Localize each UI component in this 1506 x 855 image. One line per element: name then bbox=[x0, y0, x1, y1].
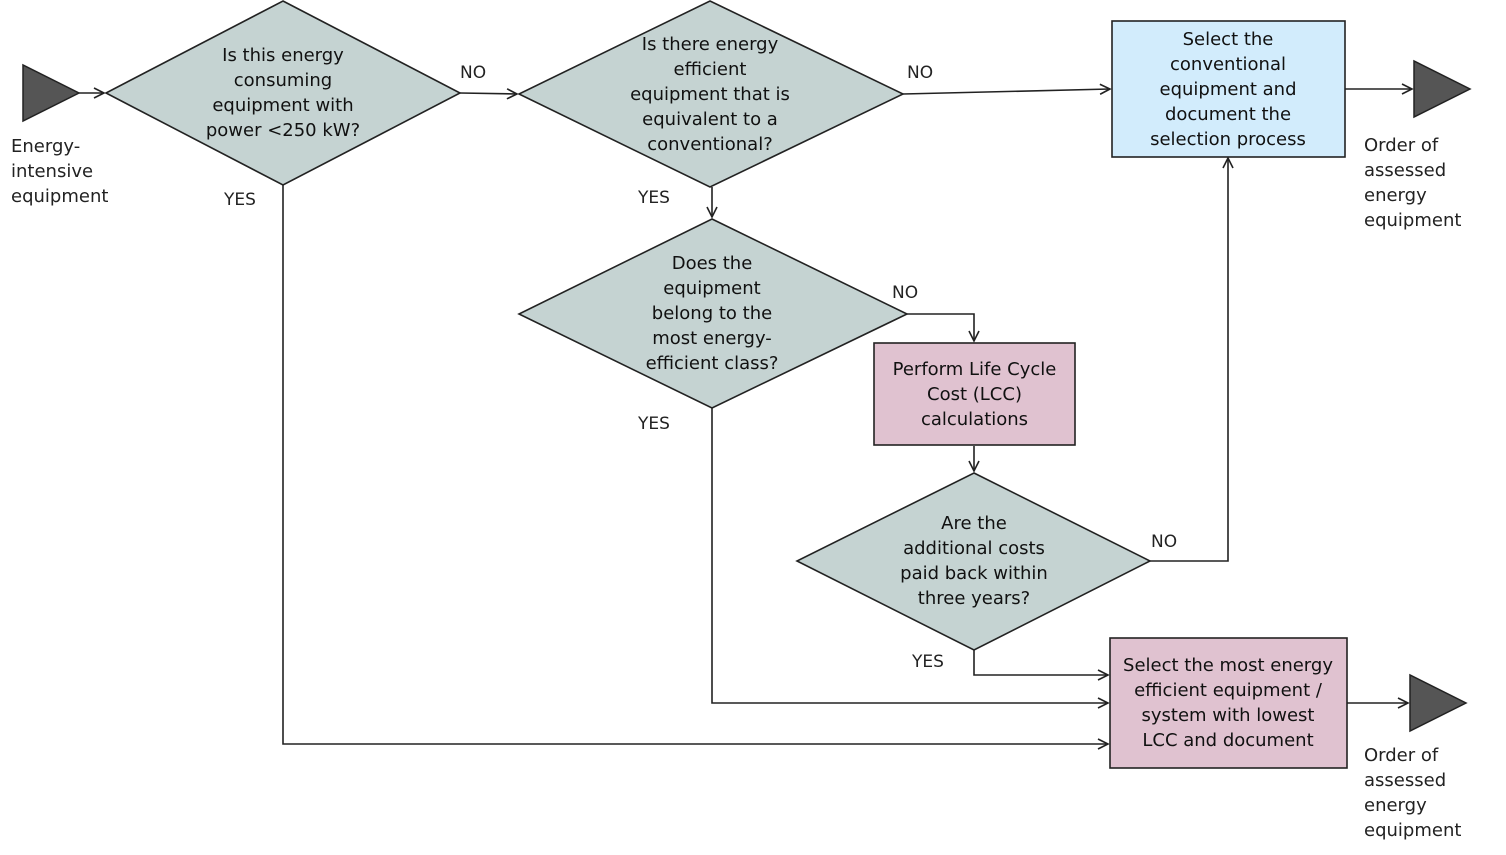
decision-d4-text: Are the additional costs paid back withi… bbox=[900, 513, 1048, 609]
select-efficient-text: Select the most energy efficient equipme… bbox=[1123, 655, 1333, 751]
select-efficient-box bbox=[1109, 637, 1348, 769]
edge-d3-yes-to-select-efficient bbox=[711, 408, 1110, 709]
lcc-text: Perform Life Cycle Cost (LCC) calculatio… bbox=[892, 358, 1057, 430]
decision-d2-text: Is there energy efficient equipment that… bbox=[630, 33, 790, 155]
select-conventional-box bbox=[1111, 20, 1346, 158]
edge-label-d1-yes: YES bbox=[224, 190, 256, 210]
edge-d2-no-to-select-conventional bbox=[902, 83, 1112, 95]
edge-d4-yes-to-select-efficient bbox=[973, 650, 1110, 681]
decision-d3-text: Does the equipment belong to the most en… bbox=[645, 252, 779, 374]
edge-d1-no-to-d2 bbox=[459, 88, 519, 100]
select-conventional-text: Select the conventional equipment and do… bbox=[1150, 28, 1306, 150]
edge-label-d2-yes: YES bbox=[638, 188, 670, 208]
edge-label-d3-yes: YES bbox=[638, 414, 670, 434]
edge-d1-yes-to-select-efficient bbox=[282, 185, 1110, 750]
decision-d3-shape bbox=[517, 218, 909, 409]
decision-d2-shape bbox=[517, 0, 905, 188]
lcc-box bbox=[873, 342, 1076, 446]
decision-d1-shape bbox=[104, 0, 462, 186]
edge-label-d3-no: NO bbox=[892, 283, 919, 303]
start-terminal-triangle bbox=[22, 63, 81, 123]
edge-d4-no-to-select-conventional bbox=[1150, 156, 1234, 562]
end-terminal-triangle-bottom bbox=[1409, 673, 1468, 733]
end-terminal-triangle-top bbox=[1413, 59, 1472, 119]
decision-d4-shape bbox=[795, 472, 1152, 651]
edge-label-d4-yes: YES bbox=[912, 652, 944, 672]
edge-label-d1-no: NO bbox=[460, 63, 487, 83]
end-label-top: Order of assessed energy equipment bbox=[1364, 135, 1462, 231]
edge-d3-no-to-lcc bbox=[907, 313, 980, 343]
end-label-bottom: Order of assessed energy equipment bbox=[1364, 745, 1462, 841]
decision-d1-text: Is this energy consuming equipment with … bbox=[205, 45, 361, 141]
edge-label-d4-no: NO bbox=[1151, 532, 1178, 552]
edge-label-d2-no: NO bbox=[907, 63, 934, 83]
start-label: Energy- intensive equipment bbox=[11, 136, 109, 207]
